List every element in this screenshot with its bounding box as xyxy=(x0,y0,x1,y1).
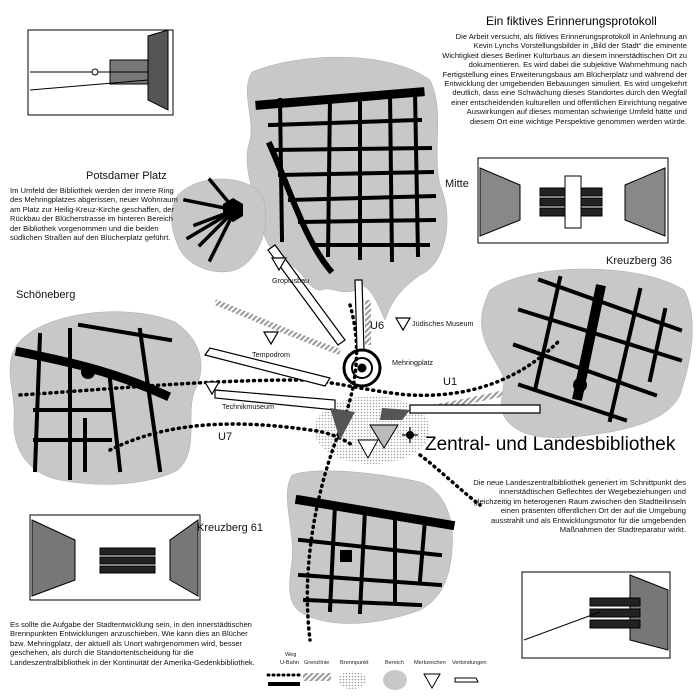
label-mitte: Mitte xyxy=(445,178,469,190)
label-kreuzberg-36: Kreuzberg 36 xyxy=(606,255,673,267)
legend-bereich: Bereich xyxy=(385,660,404,666)
landmark-triangles xyxy=(203,257,412,396)
label-u1: U1 xyxy=(443,376,458,388)
bottom-text: Es sollte die Aufgabe der Stadtentwicklu… xyxy=(10,620,255,667)
intro-text: Die Arbeit versucht, als fiktives Erinne… xyxy=(442,32,687,126)
legend-merkzeichen: Merkzeichen xyxy=(414,660,446,666)
label-juedisches-museum: Jüdisches Museum xyxy=(412,319,474,328)
label-tempodrom: Tempodrom xyxy=(252,350,290,359)
label-kreuzberg-61: Kreuzberg 61 xyxy=(197,522,264,534)
mehringplatz-symbol xyxy=(342,348,382,388)
label-gropiusbau: Gropiusbau xyxy=(272,276,310,285)
sketch-right-bottom xyxy=(521,571,671,659)
page-title: Ein fiktives Erinnerungsprotokoll xyxy=(486,14,657,28)
legend-weg: Weg xyxy=(285,652,297,658)
sketch-left-bottom xyxy=(29,514,201,601)
legend-verbindungen: Verbindungen xyxy=(452,660,487,666)
ubahn-lines xyxy=(18,303,562,642)
perspective-sketches xyxy=(27,29,671,659)
label-mehringplatz: Mehringplatz xyxy=(392,358,434,367)
label-potsdamer-platz: Potsdamer Platz xyxy=(86,170,167,182)
library-title: Zentral- und Landesbibliothek xyxy=(425,434,676,455)
sketch-right-mitte xyxy=(477,157,669,244)
district-nodes xyxy=(81,198,587,562)
label-technikmuseum: Technikmuseum xyxy=(222,402,274,411)
library-buildings xyxy=(330,408,418,460)
legend-brennpunkt: Brennpunkt xyxy=(340,660,369,666)
label-schoeneberg: Schöneberg xyxy=(16,289,76,301)
legend-symbols xyxy=(266,670,479,690)
legend-ubahn: U-Bahn xyxy=(280,660,299,666)
label-u7: U7 xyxy=(218,431,233,443)
connections xyxy=(204,244,541,414)
left-text: Im Umfeld der Bibliothek werden der inne… xyxy=(10,186,178,243)
right-text: Die neue Landeszentralbibliothek generie… xyxy=(473,478,686,535)
sketch-top-left xyxy=(27,29,174,116)
legend-grenzlinie: Grenzlinie xyxy=(304,660,330,666)
label-u6: U6 xyxy=(370,320,385,332)
